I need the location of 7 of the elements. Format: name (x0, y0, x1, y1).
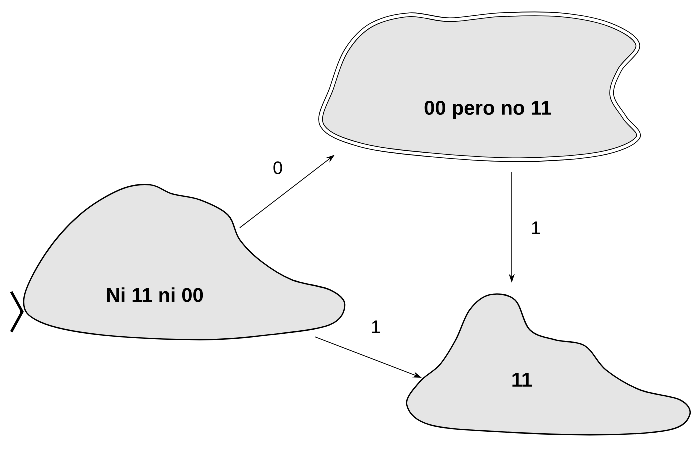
state-blob: 11 (406, 294, 692, 436)
state-blob: Ni 11 ni 00 (23, 184, 346, 341)
start-marker (10, 291, 24, 333)
state-blob: 00 pero no 11 (318, 12, 642, 162)
edge-label: 1 (372, 320, 380, 334)
edge-label: 1 (532, 222, 540, 234)
edge-label: 0 (274, 162, 282, 174)
